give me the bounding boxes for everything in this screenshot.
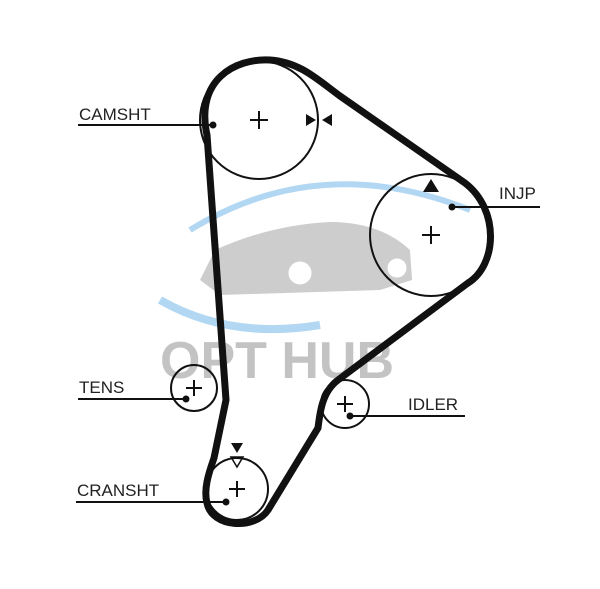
watermark-text: OPT HUB <box>160 332 394 390</box>
tensioner-pulley <box>170 364 218 412</box>
label-tensioner: TENS <box>79 378 124 397</box>
label-camshaft: CAMSHT <box>79 105 151 124</box>
label-injection-pump: INJP <box>499 184 536 203</box>
label-crankshaft: CRANSHT <box>77 481 159 500</box>
label-idler: IDLER <box>408 395 458 414</box>
timing-belt <box>201 56 494 527</box>
crankshaft-timing-mark-outline-icon <box>229 456 245 469</box>
watermark-logo: OPT HUB <box>158 181 472 390</box>
camshaft-timing-mark-icon <box>306 114 332 126</box>
injection-pump-timing-mark-icon <box>423 179 439 192</box>
leader-lines <box>76 121 540 506</box>
center-cross-icons <box>186 111 440 497</box>
crankshaft-timing-mark-icon <box>231 443 243 453</box>
